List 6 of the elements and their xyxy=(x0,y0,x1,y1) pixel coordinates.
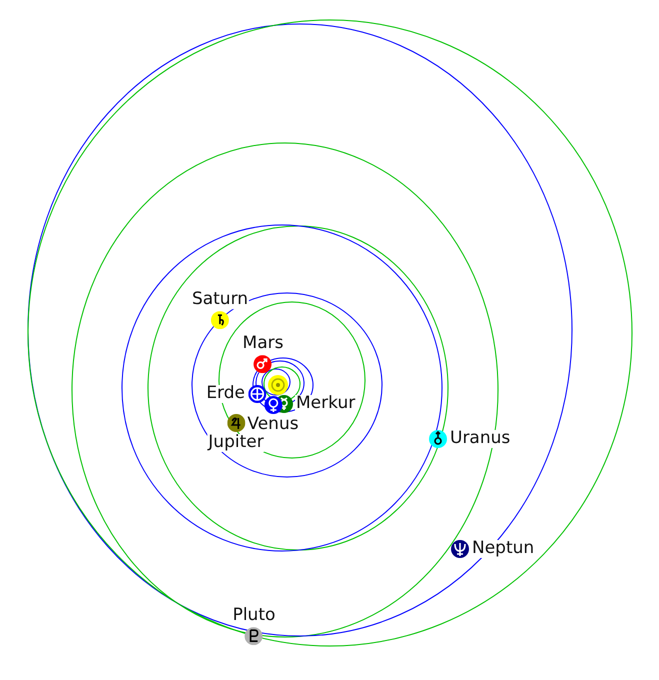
planet-name: Saturn xyxy=(190,291,250,309)
planet-name: Neptun xyxy=(471,540,536,558)
planet-name: Uranus xyxy=(449,430,512,448)
planet-name: Merkur xyxy=(295,395,356,413)
planet-name: Erde xyxy=(205,385,246,403)
planet-name: Jupiter xyxy=(207,434,265,452)
